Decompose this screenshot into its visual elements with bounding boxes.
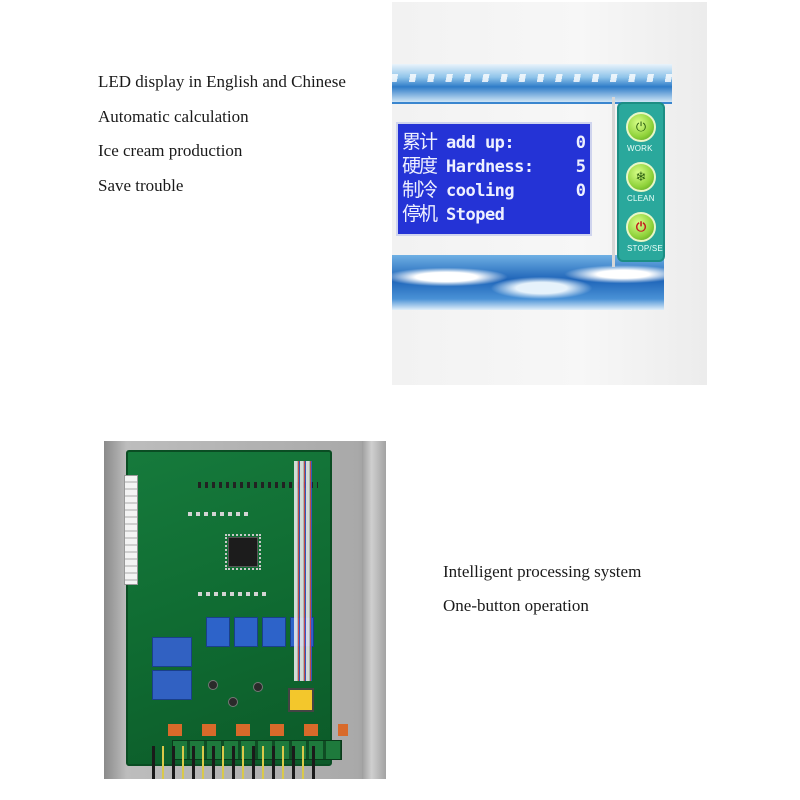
lcd-row-chinese-label: 硬度 [402,155,438,177]
relay [206,617,230,647]
enclosure-side-wall [362,441,386,779]
water-decoration-top [392,64,672,104]
lcd-row-chinese-label: 累计 [402,131,438,153]
transformer [152,670,192,700]
film-capacitor-row [168,724,348,736]
lcd-row-english-label: add up: [446,133,515,153]
capacitor [208,680,218,690]
clean-button[interactable]: ❄ [626,162,656,192]
transformer [152,637,192,667]
control-board-photo [104,441,386,779]
bottom-feature-list: Intelligent processing system One-button… [443,562,743,630]
lcd-row-add-up: 累计 add up: 0 [402,127,586,153]
feature-save-trouble: Save trouble [98,175,184,195]
wire-connector [124,475,138,585]
microcontroller-chip [225,534,261,570]
feature-one-button-operation: One-button operation [443,596,589,615]
feature-ice-cream-production: Ice cream production [98,141,243,160]
relay [262,617,286,647]
panel-frame-edge [612,97,615,267]
smd-component-row [188,512,248,516]
relay [234,617,258,647]
power-leaf-icon: ⏻ [635,119,647,135]
feature-automatic-calculation: Automatic calculation [98,106,249,126]
display-panel-photo: 累计 add up: 0 硬度 Hardness: 5 制冷 cooling 0… [392,2,707,385]
smd-component-row [198,592,268,596]
lcd-row-value: 0 [575,181,586,201]
wire-bundle [294,461,312,681]
inductor-coil [288,688,314,712]
lcd-row-hardness: 硬度 Hardness: 5 [402,151,586,177]
lcd-row-chinese-label: 制冷 [402,179,438,201]
clean-button-label: CLEAN [627,194,655,203]
control-button-strip: ⏻ WORK ❄ CLEAN ⏻ STOP/SE [617,102,665,262]
stop-button-label: STOP/SE [627,244,663,253]
lcd-row-value: 0 [575,133,586,153]
work-button[interactable]: ⏻ [626,112,656,142]
ice-decoration-bottom [392,255,664,310]
lcd-row-chinese-label: 停机 [402,203,438,225]
lcd-row-english-label: Stoped [446,205,505,225]
lcd-screen: 累计 add up: 0 硬度 Hardness: 5 制冷 cooling 0… [396,122,592,236]
power-icon: ⏻ [635,219,647,235]
pin-header [198,482,318,488]
top-feature-list: LED display in English and Chinese Autom… [98,72,398,210]
capacitor [253,682,263,692]
lcd-row-status: 停机 Stoped [402,199,586,225]
snowflake-icon: ❄ [635,169,647,185]
lcd-row-english-label: cooling [446,181,515,201]
work-button-label: WORK [627,144,653,153]
lcd-row-cooling: 制冷 cooling 0 [402,175,586,201]
lcd-row-value: 5 [575,157,586,177]
feature-led-display: LED display in English and Chinese [98,72,346,91]
feature-intelligent-processing: Intelligent processing system [443,562,642,581]
lcd-row-english-label: Hardness: [446,157,534,177]
output-wires [152,746,322,779]
capacitor [228,697,238,707]
stop-button[interactable]: ⏻ [626,212,656,242]
